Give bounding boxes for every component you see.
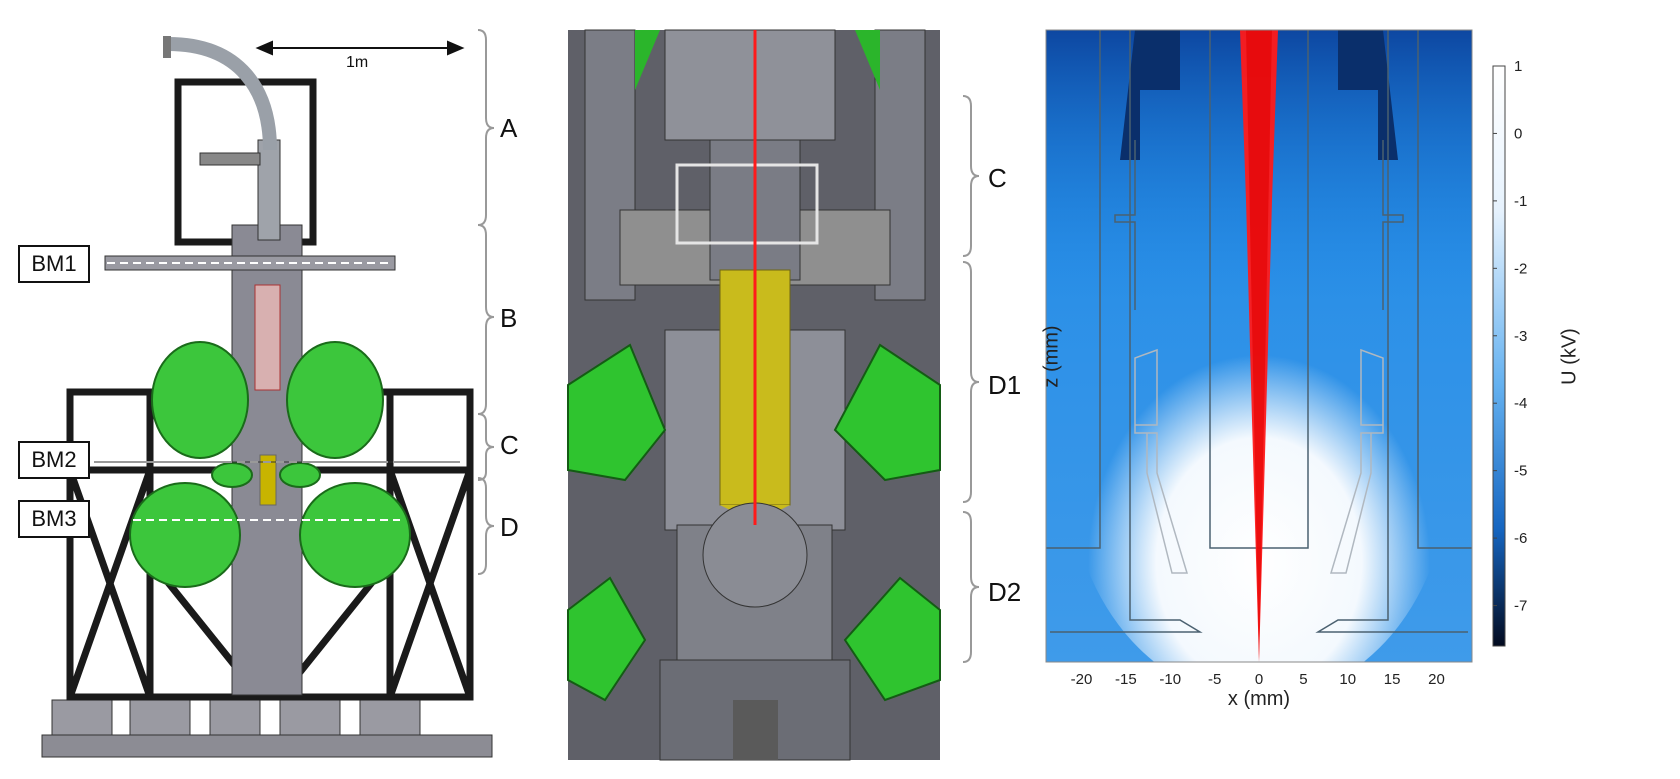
beam-monitor-label-1: BM1 — [18, 245, 90, 283]
section-label-d2: D2 — [988, 577, 1022, 607]
colorbar-tick-label: -3 — [1514, 328, 1527, 345]
colorbar — [1492, 65, 1506, 647]
colorbar-tick-label: -2 — [1514, 260, 1527, 277]
section-label-d1: D1 — [988, 370, 1022, 400]
x-axis-label: x (mm) — [1228, 688, 1290, 710]
colorbar-tick-label: -1 — [1514, 193, 1527, 210]
section-label-c: C — [500, 430, 519, 460]
cross-section-drawing — [567, 29, 980, 761]
colorbar-tick-label: -6 — [1514, 530, 1527, 547]
x-tick-label: -15 — [1115, 671, 1137, 688]
colorbar-tick-label: -5 — [1514, 463, 1527, 480]
x-tick-label: -5 — [1208, 671, 1221, 688]
setup-drawing — [41, 29, 495, 758]
section-label-a: A — [500, 113, 518, 143]
beam-monitor-label-2: BM2 — [18, 441, 90, 479]
colorbar-title: U (kV) — [1558, 328, 1581, 385]
x-tick-label: 0 — [1255, 671, 1263, 688]
beam-monitor-label-3: BM3 — [18, 500, 90, 538]
x-tick-label: 5 — [1299, 671, 1307, 688]
panel-cross-section: C D1 D2 — [565, 0, 1035, 779]
section-label-c-zoom: C — [988, 163, 1007, 193]
x-tick-label: -20 — [1071, 671, 1093, 688]
colorbar-tick-label: -7 — [1514, 598, 1527, 615]
x-tick-label: -10 — [1159, 671, 1181, 688]
section-label-d: D — [500, 512, 519, 542]
colorbar-tick-label: 1 — [1514, 58, 1522, 75]
colorbar-ticks: 1 0 -1 -2 -3 -4 -5 -6 -7 — [1493, 58, 1527, 615]
x-tick-label: 10 — [1339, 671, 1356, 688]
x-axis-ticks: -20 -15 -10 -5 0 5 10 15 20 — [1071, 671, 1445, 688]
panel-setup: 1m BM1 BM2 BM3 A B C D — [0, 0, 520, 779]
x-tick-label: 15 — [1384, 671, 1401, 688]
colorbar-tick-label: -4 — [1514, 395, 1527, 412]
x-tick-label: 20 — [1428, 671, 1445, 688]
y-axis-title: z (mm) — [1040, 325, 1063, 388]
scale-label: 1m — [346, 54, 369, 71]
colorbar-tick-label: 0 — [1514, 125, 1522, 142]
section-label-b: B — [500, 303, 518, 333]
